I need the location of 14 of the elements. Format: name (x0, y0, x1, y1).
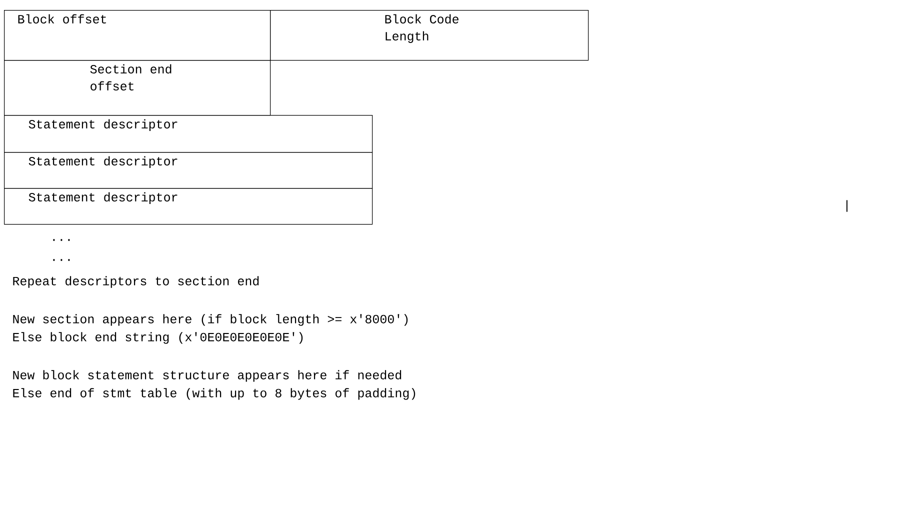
note-text: Else block end string (x'0E0E0E0E0E0E') (13, 332, 303, 344)
table-cell: Section end offset (4, 60, 271, 116)
note-text: New block statement structure appears here if needed (13, 370, 402, 382)
table-cell: Statement descriptor (4, 115, 373, 153)
table-cell: Block offset (4, 10, 271, 61)
note-text: | (846, 200, 848, 212)
table-cell: Statement descriptor (4, 152, 373, 189)
note-text: New section appears here (if block length >= x'8000') (13, 314, 408, 326)
note-text: Else end of stmt table (with up to 8 bytes of padding) (13, 388, 416, 400)
table-cell: Statement descriptor (4, 188, 373, 225)
note-text: ... (53, 239, 70, 241)
table-cell: Block Code Length (270, 10, 589, 61)
note-text: Repeat descriptors to section end (13, 276, 259, 288)
note-text: ... (53, 259, 70, 261)
